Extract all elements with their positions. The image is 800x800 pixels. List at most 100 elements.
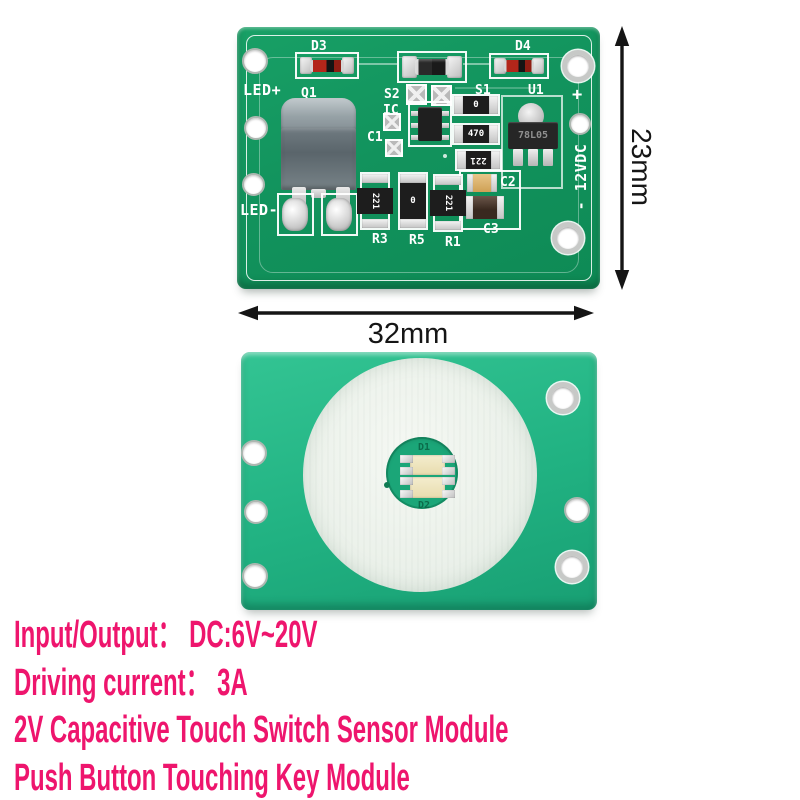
ic-box bbox=[408, 101, 452, 147]
solder-pad bbox=[342, 57, 354, 74]
spec-label: Input/Output： bbox=[14, 614, 182, 656]
led-pad bbox=[442, 467, 455, 475]
regulator-u1: 78L05 bbox=[508, 122, 558, 149]
resistor-cap bbox=[400, 219, 426, 228]
capacitor-c2 bbox=[467, 174, 497, 192]
capacitor-cap bbox=[491, 174, 497, 192]
capacitor-c3 bbox=[466, 196, 504, 219]
regulator-box bbox=[501, 95, 563, 189]
led-d1 bbox=[400, 455, 455, 475]
silk-label-d1: D1 bbox=[418, 442, 431, 453]
resistor-s1: 0 bbox=[452, 94, 500, 116]
led-pad bbox=[442, 455, 455, 463]
diode-body bbox=[415, 59, 449, 75]
silk-label-s1: S1 bbox=[475, 83, 491, 98]
resistor-cap bbox=[362, 174, 388, 183]
front-board: D3 D4 LED+ LED- Q1 S2 IC C1 bbox=[237, 27, 600, 289]
led-pad bbox=[400, 467, 413, 475]
mounting-hole bbox=[569, 113, 591, 135]
jumper-pad bbox=[406, 84, 427, 105]
mosfet-q1-tab bbox=[281, 98, 356, 131]
resistor-cap bbox=[435, 176, 461, 185]
product-title-line-1: 2V Capacitive Touch Switch Sensor Module bbox=[14, 711, 508, 749]
mounting-hole bbox=[242, 563, 268, 589]
resistor-221: 221 bbox=[455, 149, 502, 171]
spec-value: 3A bbox=[217, 662, 248, 704]
regulator-leg bbox=[513, 149, 523, 166]
capacitor-pad bbox=[385, 139, 403, 157]
height-dimension-label: 23mm bbox=[601, 127, 681, 207]
mosfet-center-tab bbox=[311, 189, 326, 198]
silk-label-d2: D2 bbox=[418, 500, 431, 511]
resistor-470: 470 bbox=[452, 123, 500, 145]
mounting-hole bbox=[244, 500, 268, 524]
resistor-cap bbox=[457, 151, 466, 169]
resistor-cap bbox=[435, 221, 461, 230]
led-pad bbox=[442, 477, 455, 485]
spec-value: DC:6V~20V bbox=[189, 614, 318, 656]
resistor-r1: 221 bbox=[430, 174, 466, 232]
silk-label-c2: C2 bbox=[500, 175, 516, 190]
ic-leg bbox=[411, 123, 419, 128]
copper-trace bbox=[359, 63, 397, 65]
capacitor-cap bbox=[466, 196, 473, 219]
solder-pad bbox=[300, 57, 312, 74]
diode-d4 bbox=[489, 53, 549, 79]
solder-pad bbox=[402, 56, 417, 78]
width-dimension-label: 32mm bbox=[343, 318, 473, 351]
silk-label-q1: Q1 bbox=[301, 86, 317, 101]
diode-body bbox=[310, 59, 344, 72]
test-point bbox=[384, 482, 390, 488]
resistor-cap bbox=[489, 96, 498, 114]
title-text: Push Button Touching Key Module bbox=[14, 757, 410, 799]
silk-label-led-minus: LED- bbox=[240, 201, 279, 219]
spec-label: Driving current： bbox=[14, 662, 210, 704]
resistor-marking: 221 bbox=[466, 151, 491, 169]
silk-label-d3: D3 bbox=[311, 39, 327, 54]
resistor-marking: 221 bbox=[357, 188, 393, 214]
mounting-hole bbox=[556, 551, 588, 583]
resistor-cap bbox=[454, 125, 463, 143]
capacitor-body bbox=[473, 174, 491, 192]
pad-box bbox=[277, 193, 314, 236]
ic-leg bbox=[441, 123, 449, 128]
solder-pad bbox=[326, 198, 352, 231]
led-pad bbox=[400, 455, 413, 463]
resistor-cap bbox=[491, 151, 500, 169]
resistor-cap bbox=[454, 96, 463, 114]
resistor-marking: 470 bbox=[463, 125, 489, 143]
spec-line-driving-current: Driving current：3A bbox=[14, 664, 248, 702]
led-pad bbox=[400, 477, 413, 485]
copper-trace bbox=[455, 87, 541, 89]
resistor-cap bbox=[489, 125, 498, 143]
resistor-marking: 0 bbox=[463, 96, 489, 114]
pad-box bbox=[321, 193, 358, 236]
regulator-leg bbox=[528, 149, 538, 166]
mounting-hole bbox=[242, 48, 268, 74]
solder-pad bbox=[447, 56, 462, 78]
ic-leg bbox=[411, 111, 419, 116]
silk-label-r5: R5 bbox=[409, 233, 425, 248]
silk-label-power-rail: - 12VDC bbox=[571, 143, 590, 211]
resistor-marking: 221 bbox=[430, 190, 466, 216]
regulator-marking: 78L05 bbox=[517, 130, 549, 141]
board-silk-outline bbox=[246, 35, 592, 281]
led-pad bbox=[442, 490, 455, 498]
mounting-hole bbox=[562, 50, 594, 82]
ic-leg bbox=[441, 135, 449, 140]
copper-trace bbox=[463, 63, 491, 65]
silk-label-s2: S2 bbox=[384, 87, 400, 102]
ic-leg bbox=[411, 135, 419, 140]
regulator-leg bbox=[543, 149, 553, 166]
capacitor-cap bbox=[467, 174, 473, 192]
silk-label-c3: C3 bbox=[483, 222, 499, 237]
silk-label-plus: + bbox=[572, 85, 583, 105]
mounting-hole bbox=[564, 497, 590, 523]
back-board: D1 D2 bbox=[241, 352, 597, 610]
ic-leg bbox=[441, 111, 449, 116]
solder-pad bbox=[282, 198, 308, 231]
diode-body bbox=[504, 60, 534, 72]
product-title-line-2: Push Button Touching Key Module bbox=[14, 759, 410, 797]
resistor-r3: 221 bbox=[357, 172, 393, 230]
solder-pad bbox=[494, 58, 506, 74]
